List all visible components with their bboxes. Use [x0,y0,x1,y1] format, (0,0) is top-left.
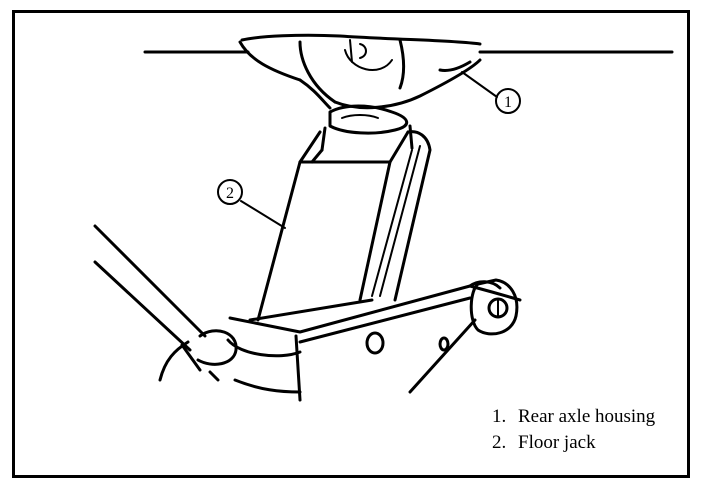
jack-handle [93,224,238,366]
rear-axle-housing [143,33,674,110]
jack-saddle [320,104,414,152]
callout-2: 2 [217,179,286,229]
legend-label: Floor jack [518,432,596,453]
legend-item-rear-axle-housing: 1. Rear axle housing [492,404,655,430]
callout-1: 1 [461,71,521,114]
legend-item-floor-jack: 2. Floor jack [492,430,655,456]
jack-body [158,280,522,402]
legend-number: 1. [492,406,507,427]
jack-lift-arm [256,130,432,322]
jack-bolts [365,331,450,355]
legend-number: 2. [492,432,507,453]
callout-1-label: 1 [504,94,512,111]
legend-label: Rear axle housing [518,406,656,427]
parts-legend: 1. Rear axle housing 2. Floor jack [492,404,655,456]
figure-frame [12,10,690,478]
callout-2-label: 2 [226,185,234,202]
jack-wheel [469,278,519,336]
